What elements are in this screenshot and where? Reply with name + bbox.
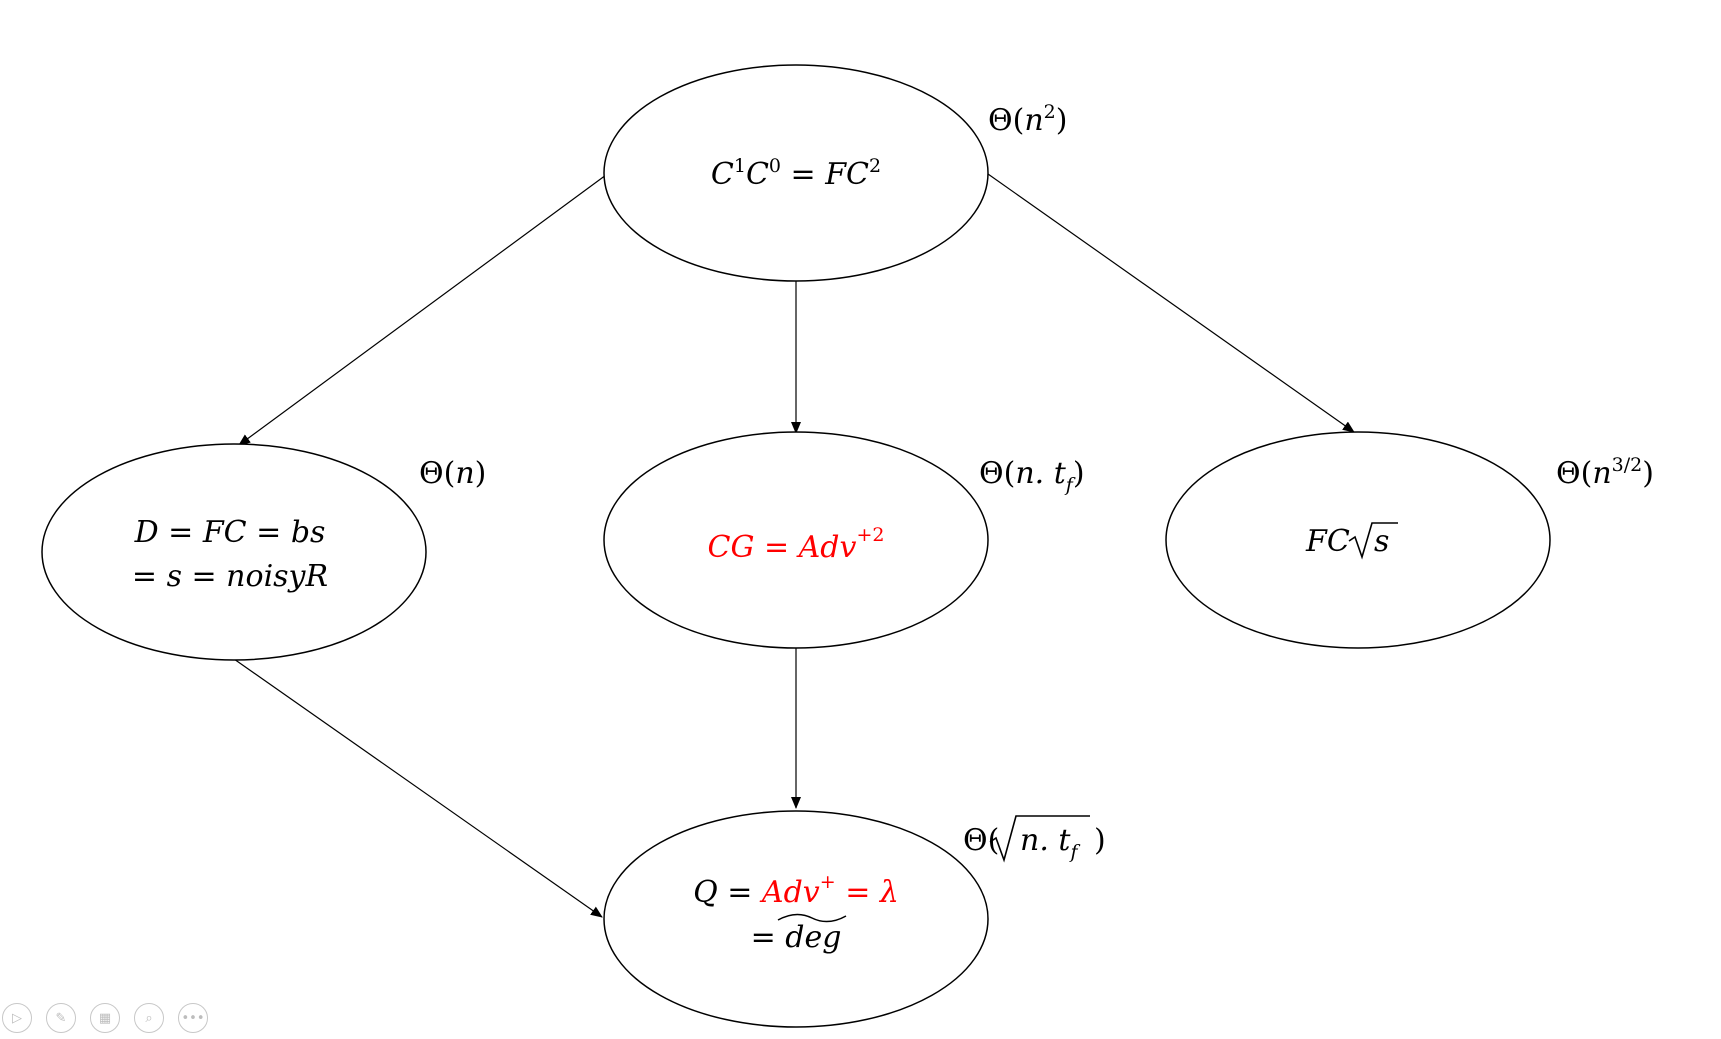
node-right-label: FC [1305,524,1350,559]
slides-icon[interactable]: ▦ [90,1003,120,1033]
node-right [1165,431,1551,649]
node-bottom-label-line2: = deg [751,920,842,955]
node-top-label: C1C0 = FC2 [711,155,881,192]
more-icon[interactable]: ••• [178,1003,208,1033]
pen-icon[interactable]: ✎ [46,1003,76,1033]
complexity-center: Θ(n. tf) [979,456,1085,496]
node-center [603,431,989,649]
node-bottom [603,810,989,1028]
edge-left-bottom [233,658,603,918]
complexity-top: Θ(n2) [988,101,1067,138]
complexity-left: Θ(n) [419,456,486,491]
node-center-label: CG = Adv+2 [708,524,885,565]
node-bottom-label-line1: Q = Adv+ = λ [693,871,899,910]
node-left [41,443,427,661]
edge-top-right [987,173,1355,433]
node-left-label-line2: = s = noisyR [132,559,328,594]
complexity-right: Θ(n3/2) [1556,454,1654,491]
play-icon[interactable]: ▷ [2,1003,32,1033]
tilde-icon [777,913,847,923]
node-left-label-line1: D = FC = bs [134,515,326,550]
sqrt-icon [1348,522,1398,560]
edge-top-left [238,174,607,446]
sqrt-icon [989,815,1090,863]
complexity-bottom-radicand: n. tf [1020,823,1080,863]
complexity-bottom-suffix: ) [1094,823,1106,858]
node-right-radicand: s [1374,524,1389,559]
slideshow-toolbar: ▷ ✎ ▦ ⌕ ••• [2,1003,208,1033]
node-top [603,64,989,282]
complexity-bottom-prefix: Θ( [963,823,999,858]
zoom-icon[interactable]: ⌕ [134,1003,164,1033]
